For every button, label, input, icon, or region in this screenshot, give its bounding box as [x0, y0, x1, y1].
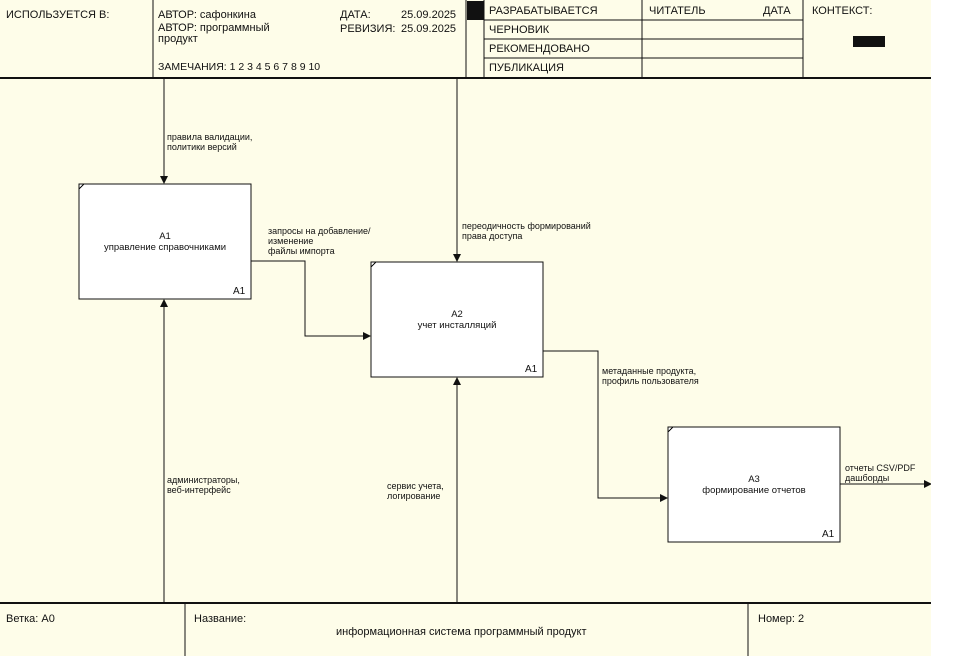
- context-marker: [853, 36, 885, 47]
- box-a2-number: A1: [525, 364, 538, 375]
- arrow-a1-to-a2[interactable]: [251, 260, 371, 340]
- footer-branch: Ветка: А0: [6, 613, 55, 625]
- revision-label: РЕВИЗИЯ:: [340, 23, 396, 35]
- box-a1[interactable]: [78, 183, 252, 300]
- status-marker: [467, 1, 484, 20]
- box-a3-title: A3 формирование отчетов: [702, 474, 806, 496]
- box-a2[interactable]: [370, 261, 544, 378]
- date-value: 25.09.2025: [401, 9, 457, 21]
- label-output-a3: отчеты CSV/PDF дашборды: [845, 463, 916, 483]
- footer-name-value: информационная система программный проду…: [336, 626, 587, 638]
- box-a1-number: A1: [233, 286, 246, 297]
- header-frame: [0, 0, 931, 79]
- label-mechanism-a1: администраторы, веб-интерфейс: [167, 475, 240, 495]
- context-label: КОНТЕКСТ:: [812, 5, 873, 17]
- status-developing[interactable]: РАЗРАБАТЫВАЕТСЯ: [489, 5, 598, 17]
- label-mechanism-a2: сервис учета, логирование: [387, 481, 444, 501]
- status-publication[interactable]: ПУБЛИКАЦИЯ: [489, 62, 564, 74]
- footer-name-label: Название:: [194, 613, 247, 625]
- author-line2: АВТОР: программный продукт: [158, 22, 270, 45]
- status-recommended[interactable]: РЕКОМЕНДОВАНО: [489, 43, 590, 55]
- label-a2-to-a3: метаданные продукта, профиль пользовател…: [602, 366, 699, 386]
- box-a3-number: A1: [822, 529, 835, 540]
- idef0-sheet: ИСПОЛЬЗУЕТСЯ В: АВТОР: сафонкина АВТОР: …: [0, 0, 931, 656]
- box-a1-title: A1 управление справочниками: [103, 231, 227, 253]
- used-in-label: ИСПОЛЬЗУЕТСЯ В:: [6, 9, 110, 21]
- arrow-a2-to-a3[interactable]: [543, 350, 668, 502]
- revision-value: 25.09.2025: [401, 23, 457, 35]
- box-a3[interactable]: [667, 426, 841, 543]
- status-draft[interactable]: ЧЕРНОВИК: [489, 24, 550, 36]
- label-control-a1: правила валидации, политики версий: [167, 132, 253, 152]
- reader-date-label: ДАТА: [763, 5, 791, 17]
- author-line1: АВТОР: сафонкина: [158, 9, 256, 21]
- label-control-a2: переодичность формирований права доступа: [462, 221, 591, 241]
- box-corner-ticks: [78, 183, 674, 433]
- footer-frame: [0, 602, 931, 656]
- label-a1-to-a2: запросы на добавление/ изменение файлы и…: [268, 226, 371, 256]
- date-label: ДАТА:: [340, 9, 371, 21]
- reader-label: ЧИТАТЕЛЬ: [649, 5, 706, 17]
- diagram-lines: [0, 0, 931, 656]
- remarks: ЗАМЕЧАНИЯ: 1 2 3 4 5 6 7 8 9 10: [158, 61, 321, 73]
- footer-number: Номер: 2: [758, 613, 805, 625]
- box-a2-title: A2 учет инсталляций: [417, 309, 497, 331]
